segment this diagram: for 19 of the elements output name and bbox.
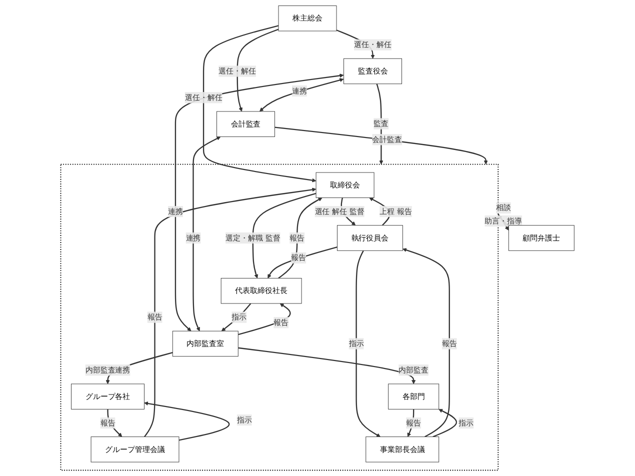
arrow <box>238 347 416 384</box>
arrow <box>268 246 338 278</box>
arrow <box>236 28 279 112</box>
arrow <box>238 303 291 336</box>
arrow <box>192 136 221 332</box>
arrow <box>274 126 488 164</box>
arrow <box>407 409 414 437</box>
arrow <box>174 74 344 332</box>
arrow <box>432 409 458 438</box>
arrow <box>221 303 252 332</box>
arrow <box>260 78 344 112</box>
arrow <box>144 188 316 438</box>
arrow <box>203 25 316 182</box>
arrow <box>252 192 316 278</box>
arrow <box>402 248 450 438</box>
arrow <box>144 401 230 441</box>
arrow <box>107 409 122 437</box>
arrow <box>356 250 381 437</box>
arrow <box>278 198 322 279</box>
